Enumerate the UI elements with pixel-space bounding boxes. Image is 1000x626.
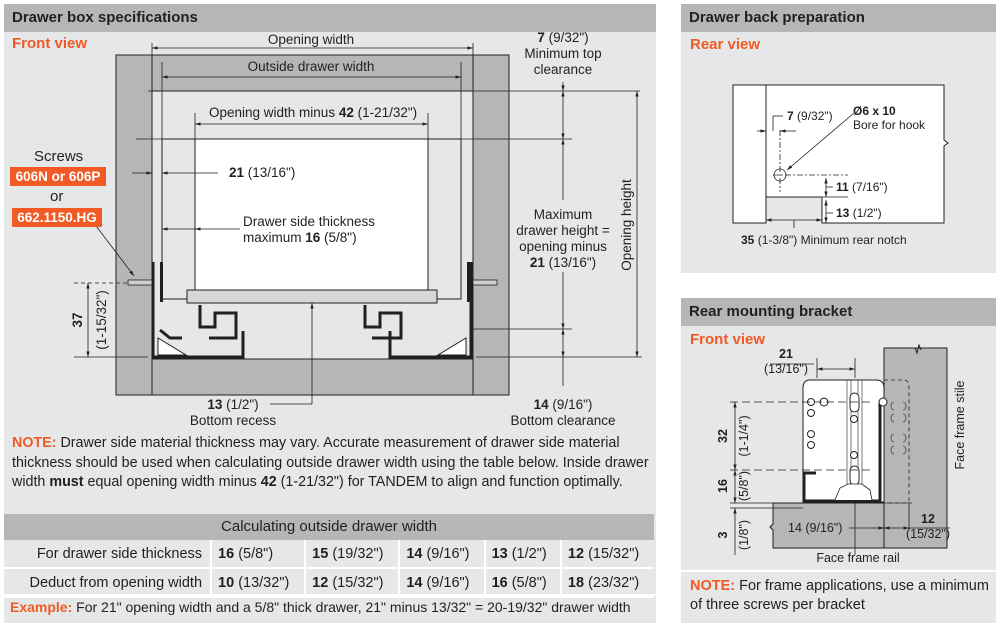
bracket-h16-value: 16 <box>716 479 730 493</box>
drawer-back-board <box>732 84 949 224</box>
bracket-w12-value: 12 <box>921 512 935 526</box>
screw-left <box>127 279 153 286</box>
top-clearance-line2: Minimum top <box>524 46 601 61</box>
runner-left <box>151 262 245 359</box>
face-frame-stile-label: Face frame stile <box>953 380 967 469</box>
example-label: Example: <box>10 599 73 615</box>
bracket-w21-imperial: (13/16") <box>764 362 808 376</box>
drawer-box-note: NOTE: Drawer side material thickness may… <box>12 435 649 490</box>
face-frame <box>769 343 948 549</box>
max-height-line2: drawer height = <box>516 223 610 238</box>
cabinet-right-side <box>472 54 510 396</box>
drawer-side-left <box>161 138 196 300</box>
max-height-line1: Maximum <box>534 207 593 222</box>
opening-width-label: Opening width <box>268 32 354 47</box>
bottom-clearance-label: Bottom clearance <box>510 413 615 428</box>
table-cell: 14 (9/16") <box>398 540 485 569</box>
rear-notch-label: 35 (1-3/8") Minimum rear notch <box>741 233 907 247</box>
cabinet-top <box>151 54 474 92</box>
height-11-label: 11 (7/16") <box>836 180 888 194</box>
bracket-h16-imperial: (5/8") <box>737 471 751 501</box>
cabinet-left-side <box>115 54 153 396</box>
offset-7-label: 7 (9/32") <box>787 109 833 123</box>
screw-option-606: 606N or 606P <box>10 167 106 186</box>
outside-drawer-width-label: Outside drawer width <box>248 59 375 74</box>
bore-desc-label: Bore for hook <box>853 118 926 132</box>
table-cell: 12 (15/32") <box>304 568 400 598</box>
rear-view-label: Rear view <box>690 36 761 53</box>
drawer-side-board <box>732 84 767 224</box>
drawer-side-right <box>427 138 462 300</box>
row-label: For drawer side thickness <box>4 540 212 569</box>
side-thickness-line1: Drawer side thickness <box>243 214 375 229</box>
table-row: Deduct from opening width 10 (13/32") 12… <box>4 568 654 598</box>
height-37-imperial: (1-15/32") <box>94 290 109 350</box>
calc-table-title: Calculating outside drawer width <box>4 514 654 540</box>
bore-size-label: Ø6 x 10 <box>853 104 896 118</box>
bracket-front-view-label: Front view <box>690 331 766 348</box>
face-frame-rail <box>769 502 885 549</box>
example-text: Example: For 21" opening width and a 5/8… <box>10 599 631 615</box>
max-height-line3: opening minus <box>519 239 607 254</box>
table-cell: 15 (19/32") <box>304 540 400 569</box>
table-cell: 18 (23/32") <box>559 568 654 598</box>
bracket-w14-label: 14 (9/16") <box>788 521 842 535</box>
top-clearance-line3: clearance <box>534 62 593 77</box>
bracket-note-label: NOTE: <box>690 578 736 594</box>
drawer-back-title: Drawer back preparation <box>681 4 996 32</box>
bracket-h32-imperial: (1-1/4") <box>737 415 751 456</box>
bracket-w21-value: 21 <box>779 347 793 361</box>
screw-option-662: 662.1150.HG <box>12 208 102 227</box>
table-cell: 14 (9/16") <box>398 568 485 598</box>
table-cell: 16 (5/8") <box>483 568 561 598</box>
row-label: Deduct from opening width <box>4 568 212 598</box>
height-37-value: 37 <box>70 312 85 327</box>
drawer-box-front-view-diagram: Opening width Outside drawer width Openi… <box>70 30 642 428</box>
front-view-label: Front view <box>12 35 88 52</box>
table-cell: 12 (15/32") <box>559 540 654 569</box>
table-row: For drawer side thickness 16 (5/8") 15 (… <box>4 540 654 569</box>
cabinet-bottom <box>151 358 474 396</box>
opening-height-label: Opening height <box>619 179 634 271</box>
bracket-w12-imperial: (15/32") <box>906 527 950 541</box>
bracket-h3-imperial: (1/8") <box>737 520 751 550</box>
face-frame-stile <box>883 347 948 549</box>
rear-bracket-title: Rear mounting bracket <box>681 298 996 326</box>
side-thickness-line2: maximum 16 (5/8") <box>243 230 357 245</box>
screw-right <box>472 279 498 286</box>
bottom-recess-value: 13 (1/2") <box>207 397 258 412</box>
drawer-box-title: Drawer box specifications <box>4 4 656 32</box>
opening-minus-42-label: Opening width minus 42 (1-21/32") <box>209 105 417 120</box>
top-clearance-value: 7 (9/32") <box>537 30 588 45</box>
bottom-clearance-value: 14 (9/16") <box>534 397 593 412</box>
drawer-back-rear-view-diagram: 7 (9/32") Ø6 x 10 Bore for hook 11 (7/16… <box>732 84 949 247</box>
height-13-label: 13 (1/2") <box>836 206 882 220</box>
max-height-value: 21 (13/16") <box>530 255 596 270</box>
mounting-bracket <box>802 379 910 504</box>
drawer-front-face <box>194 138 429 300</box>
rear-bracket-diagram: 21 (13/16") 32 (1-1/4") 16 (5/8") 3 (1/8… <box>716 343 967 565</box>
screws-or-label: or <box>50 188 64 205</box>
screws-label: Screws <box>34 148 84 165</box>
drawer-bottom-panel <box>186 289 438 304</box>
bracket-h3-value: 3 <box>716 531 730 538</box>
face-frame-rail-label: Face frame rail <box>816 551 899 565</box>
note-label: NOTE: <box>12 435 57 451</box>
bottom-recess-label: Bottom recess <box>190 413 277 428</box>
bracket-note: NOTE: For frame applications, use a mini… <box>690 578 989 613</box>
calc-table: For drawer side thickness 16 (5/8") 15 (… <box>4 540 654 598</box>
runner-right <box>363 262 473 359</box>
table-cell: 10 (13/32") <box>210 568 306 598</box>
bracket-h32-value: 32 <box>716 429 730 443</box>
drawer-box <box>161 138 462 304</box>
side-21-label: 21 (13/16") <box>229 165 295 180</box>
table-cell: 13 (1/2") <box>483 540 561 569</box>
table-cell: 16 (5/8") <box>210 540 306 569</box>
